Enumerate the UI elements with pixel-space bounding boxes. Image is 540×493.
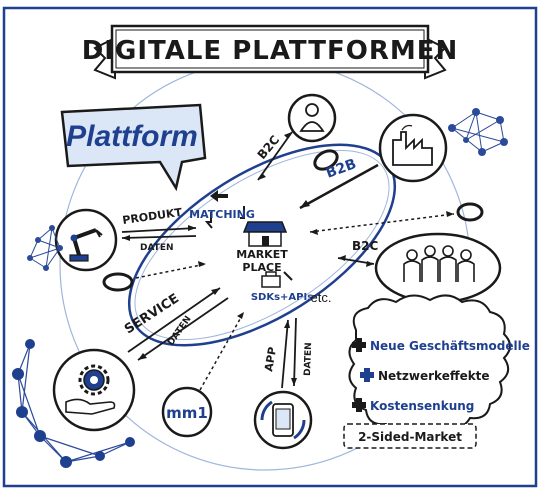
benefit-item: Neue Geschäftsmodelle (352, 338, 530, 353)
gear-hand-icon (65, 364, 116, 415)
plus-icon (352, 338, 366, 352)
benefit-text: Kostensenkung (370, 399, 474, 413)
outer-frame (2, 6, 538, 488)
sdks-label: SDKs+APIs (251, 292, 313, 303)
network-cluster-bottom-left (12, 339, 135, 468)
app-label: APP (262, 346, 279, 373)
dotted-link-right (309, 213, 455, 233)
node-factory (378, 113, 448, 183)
etc-label: etc. (311, 290, 332, 305)
plus-icon (360, 368, 374, 382)
node-app (253, 390, 313, 450)
platform-label: Plattform (66, 120, 198, 153)
platform-bubble: Plattform (60, 103, 207, 192)
node-mm1: mm1 (161, 386, 213, 438)
network-cluster-left (27, 225, 63, 271)
blank-node-top (313, 149, 339, 171)
people-group-icon (403, 245, 475, 282)
page-title: DIGITALE PLATTFORMEN (82, 36, 459, 66)
daten-produkt-label: DATEN (140, 243, 174, 253)
arrow-service (127, 287, 229, 361)
title-banner: DIGITALE PLATTFORMEN (82, 24, 459, 80)
person-icon (305, 103, 319, 117)
benefits-cloud: Neue Geschäftsmodelle Netzwerkeffekte Ko… (343, 294, 530, 449)
two-sided-label: 2-Sided-Market (358, 430, 462, 444)
two-sided-box (343, 423, 477, 449)
phone-icon (260, 400, 306, 440)
node-consumer-top (287, 93, 337, 143)
blank-node-left (102, 272, 134, 292)
dotted-link-mm1 (199, 311, 245, 391)
toolbox-icon (261, 271, 293, 288)
daten-service-label: DATEN (166, 314, 193, 347)
daten-app-label: DATEN (303, 342, 314, 376)
arrow-product (121, 225, 197, 241)
node-consumers-group (374, 232, 502, 304)
benefit-text: Netzwerkeffekte (378, 369, 490, 383)
central-hub: MATCHING MARKET PLACE SDKs+APIs etc. (127, 143, 397, 347)
blank-node-right (456, 202, 484, 222)
benefit-item: Netzwerkeffekte (360, 368, 490, 383)
plus-icon (352, 398, 366, 412)
node-service (52, 348, 136, 432)
arrow-app (281, 317, 297, 389)
arrow-b2c-top (257, 131, 293, 181)
benefit-text: Neue Geschäftsmodelle (370, 339, 530, 353)
arrow-b2c-right (337, 255, 375, 267)
network-cluster-top-right (448, 108, 508, 156)
b2c-right-label: B2C (352, 239, 378, 253)
arrow-b2b (299, 163, 379, 210)
robot-arm-icon (69, 228, 103, 262)
market-line1: MARKET (236, 248, 288, 261)
matching-icon (204, 190, 245, 229)
market-line2: PLACE (242, 261, 281, 274)
matching-label: MATCHING (189, 208, 255, 221)
benefit-item: Kostensenkung (352, 398, 474, 413)
mm1-label: mm1 (166, 404, 208, 422)
factory-icon (392, 124, 433, 166)
node-product (54, 208, 118, 272)
store-icon (242, 221, 288, 247)
